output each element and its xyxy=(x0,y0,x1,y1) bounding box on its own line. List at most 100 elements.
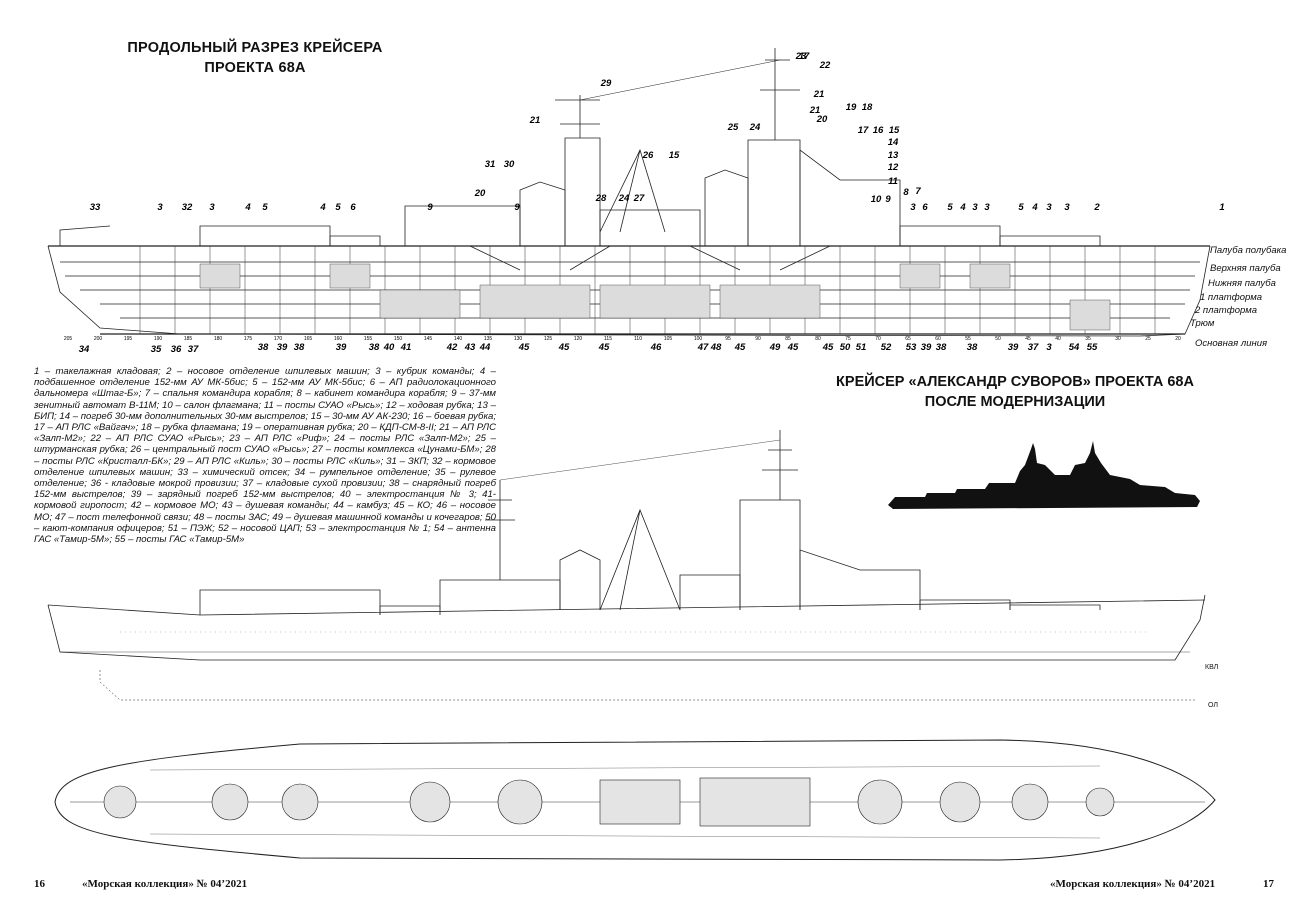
callout-number: 45 xyxy=(822,342,834,353)
frame-number: 170 xyxy=(274,336,283,342)
frame-number: 150 xyxy=(394,336,403,342)
callout-number: 12 xyxy=(888,162,899,173)
callout-number: 5 xyxy=(947,202,953,213)
cruiser-title-line1: КРЕЙСЕР «АЛЕКСАНДР СУВОРОВ» ПРОЕКТА 68А xyxy=(836,374,1194,390)
profile-hull xyxy=(47,594,1206,661)
callout-number: 5 xyxy=(262,202,268,213)
plan-view-drawing xyxy=(54,739,1216,861)
callout-number: 22 xyxy=(819,60,831,71)
callout-number: 21 xyxy=(813,89,825,100)
callout-number: 32 xyxy=(182,202,193,213)
callout-number: 38 xyxy=(258,342,269,353)
callout-number: 35 xyxy=(151,344,162,355)
frame-number: 130 xyxy=(514,336,523,342)
callout-number: 23 xyxy=(795,51,807,62)
callout-number: 53 xyxy=(906,342,917,353)
frame-number: 65 xyxy=(905,336,911,342)
callout-number: 45 xyxy=(558,342,570,353)
frame-number: 160 xyxy=(334,336,343,342)
callout-number: 2 xyxy=(1093,202,1100,213)
journal-name-right: «Морская коллекция» № 04’2021 xyxy=(1050,878,1216,890)
frame-number: 205 xyxy=(64,336,73,342)
callout-number: 45 xyxy=(787,342,799,353)
callout-number: 20 xyxy=(474,188,486,199)
frame-number: 180 xyxy=(214,336,223,342)
legend-text: 1 – такелажная кладовая; 2 – носовое отд… xyxy=(34,366,496,546)
callout-number: 41 xyxy=(400,342,412,353)
callout-number: 54 xyxy=(1069,342,1080,353)
frame-number: 165 xyxy=(304,336,313,342)
callout-number: 3 xyxy=(972,202,978,213)
callout-number: 27 xyxy=(633,193,645,204)
callout-number: 6 xyxy=(350,202,356,213)
callout-number: 52 xyxy=(881,342,892,353)
section-title: ПРОДОЛЬНЫЙ РАЗРЕЗ КРЕЙСЕРА ПРОЕКТА 68А xyxy=(100,38,410,78)
frame-number: 195 xyxy=(124,336,133,342)
callout-number: 50 xyxy=(840,342,851,353)
callout-number: 18 xyxy=(862,102,873,113)
frame-number: 110 xyxy=(634,336,642,342)
deck-label-platform1: 1 платформа xyxy=(1200,292,1263,303)
callout-number: 47 xyxy=(697,342,709,353)
callout-number: 17 xyxy=(858,125,869,136)
callout-number: 9 xyxy=(427,202,433,213)
callout-number: 17 xyxy=(799,51,810,62)
callout-number: 46 xyxy=(650,342,662,353)
callout-number: 38 xyxy=(967,342,978,353)
frame-number: 125 xyxy=(544,336,553,342)
callout-number: 37 xyxy=(1028,342,1039,353)
frame-number: 185 xyxy=(184,336,193,342)
frame-number: 45 xyxy=(1025,336,1031,342)
callout-number: 48 xyxy=(710,342,722,353)
callout-number: 16 xyxy=(873,125,884,136)
callout-number: 29 xyxy=(600,78,612,89)
callout-number: 3 xyxy=(157,202,163,213)
kvl-label: КВЛ xyxy=(1205,664,1219,671)
callout-number: 43 xyxy=(464,342,476,353)
callout-number: 21 xyxy=(529,115,541,126)
callout-number: 36 xyxy=(171,344,182,355)
callout-number: 4 xyxy=(319,202,326,213)
superstructure xyxy=(59,48,1101,271)
page-number-right: 17 xyxy=(1263,878,1274,890)
frame-number: 105 xyxy=(664,336,673,342)
frame-number: 120 xyxy=(574,336,583,342)
frame-number: 90 xyxy=(755,336,761,342)
callout-number: 24 xyxy=(618,193,630,204)
callout-number: 4 xyxy=(244,202,251,213)
callout-number: 24 xyxy=(749,122,761,133)
frame-number: 80 xyxy=(815,336,821,342)
callout-number: 39 xyxy=(336,342,347,353)
frame-number: 30 xyxy=(1115,336,1121,342)
callout-number: 42 xyxy=(446,342,458,353)
frame-number: 95 xyxy=(725,336,731,342)
deck-label-lower: Нижняя палуба xyxy=(1208,278,1276,289)
callout-number: 40 xyxy=(383,342,395,353)
frame-number: 190 xyxy=(154,336,163,342)
callout-number: 39 xyxy=(1008,342,1019,353)
deck-label-forecastle: Палуба полубака xyxy=(1210,245,1287,256)
callout-number: 20 xyxy=(816,114,828,125)
callout-number: 9 xyxy=(885,194,891,205)
callout-number: 19 xyxy=(846,102,857,113)
callout-number: 3 xyxy=(910,202,916,213)
frame-number: 140 xyxy=(454,336,463,342)
frame-number: 115 xyxy=(604,336,612,342)
callout-number: 33 xyxy=(90,202,101,213)
callout-number: 15 xyxy=(889,125,900,136)
frame-number: 70 xyxy=(875,336,881,342)
callout-number: 25 xyxy=(727,122,739,133)
deck-label-platform2: 2 платформа xyxy=(1195,305,1258,316)
profile-view-drawing xyxy=(47,430,1206,701)
plan-turrets xyxy=(103,777,1115,827)
callout-number: 8 xyxy=(903,187,909,198)
callout-number: 3 xyxy=(1064,202,1070,213)
callout-number: 39 xyxy=(921,342,932,353)
cruiser-title: КРЕЙСЕР «АЛЕКСАНДР СУВОРОВ» ПРОЕКТА 68А … xyxy=(810,372,1220,412)
cruiser-title-line2: ПОСЛЕ МОДЕРНИЗАЦИИ xyxy=(924,394,1106,410)
frame-number: 145 xyxy=(424,336,433,342)
callout-number: 7 xyxy=(915,186,921,197)
